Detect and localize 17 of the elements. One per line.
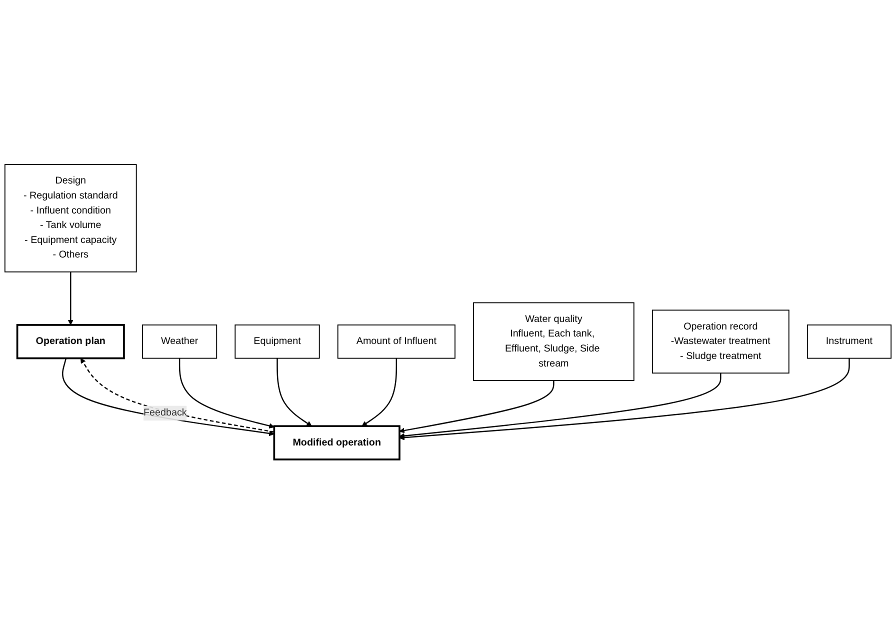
edge-label: Feedback — [144, 408, 187, 418]
node-box: Modified operation — [273, 425, 400, 460]
arrow — [178, 358, 274, 428]
node-box: Instrument — [806, 324, 892, 359]
node-box: Operation record -Wastewater treatment - Sludge treatment — [652, 310, 790, 374]
arrow — [399, 358, 850, 440]
arrow — [362, 358, 398, 426]
arrow — [276, 358, 312, 426]
arrow — [68, 272, 74, 326]
arrow — [399, 380, 554, 434]
node-box: Weather — [142, 324, 218, 359]
node-box: Equipment — [234, 324, 320, 359]
node-box: Operation plan — [16, 324, 125, 360]
node-box: Design - Regulation standard - Influent condition - Tank volume - Equipment capacity - Others — [4, 164, 137, 272]
node-box: Amount of Influent — [337, 324, 456, 359]
arrow — [399, 373, 722, 439]
node-box: Water quality Influent, Each tank, Effluent, Sludge, Side stream — [473, 302, 634, 381]
